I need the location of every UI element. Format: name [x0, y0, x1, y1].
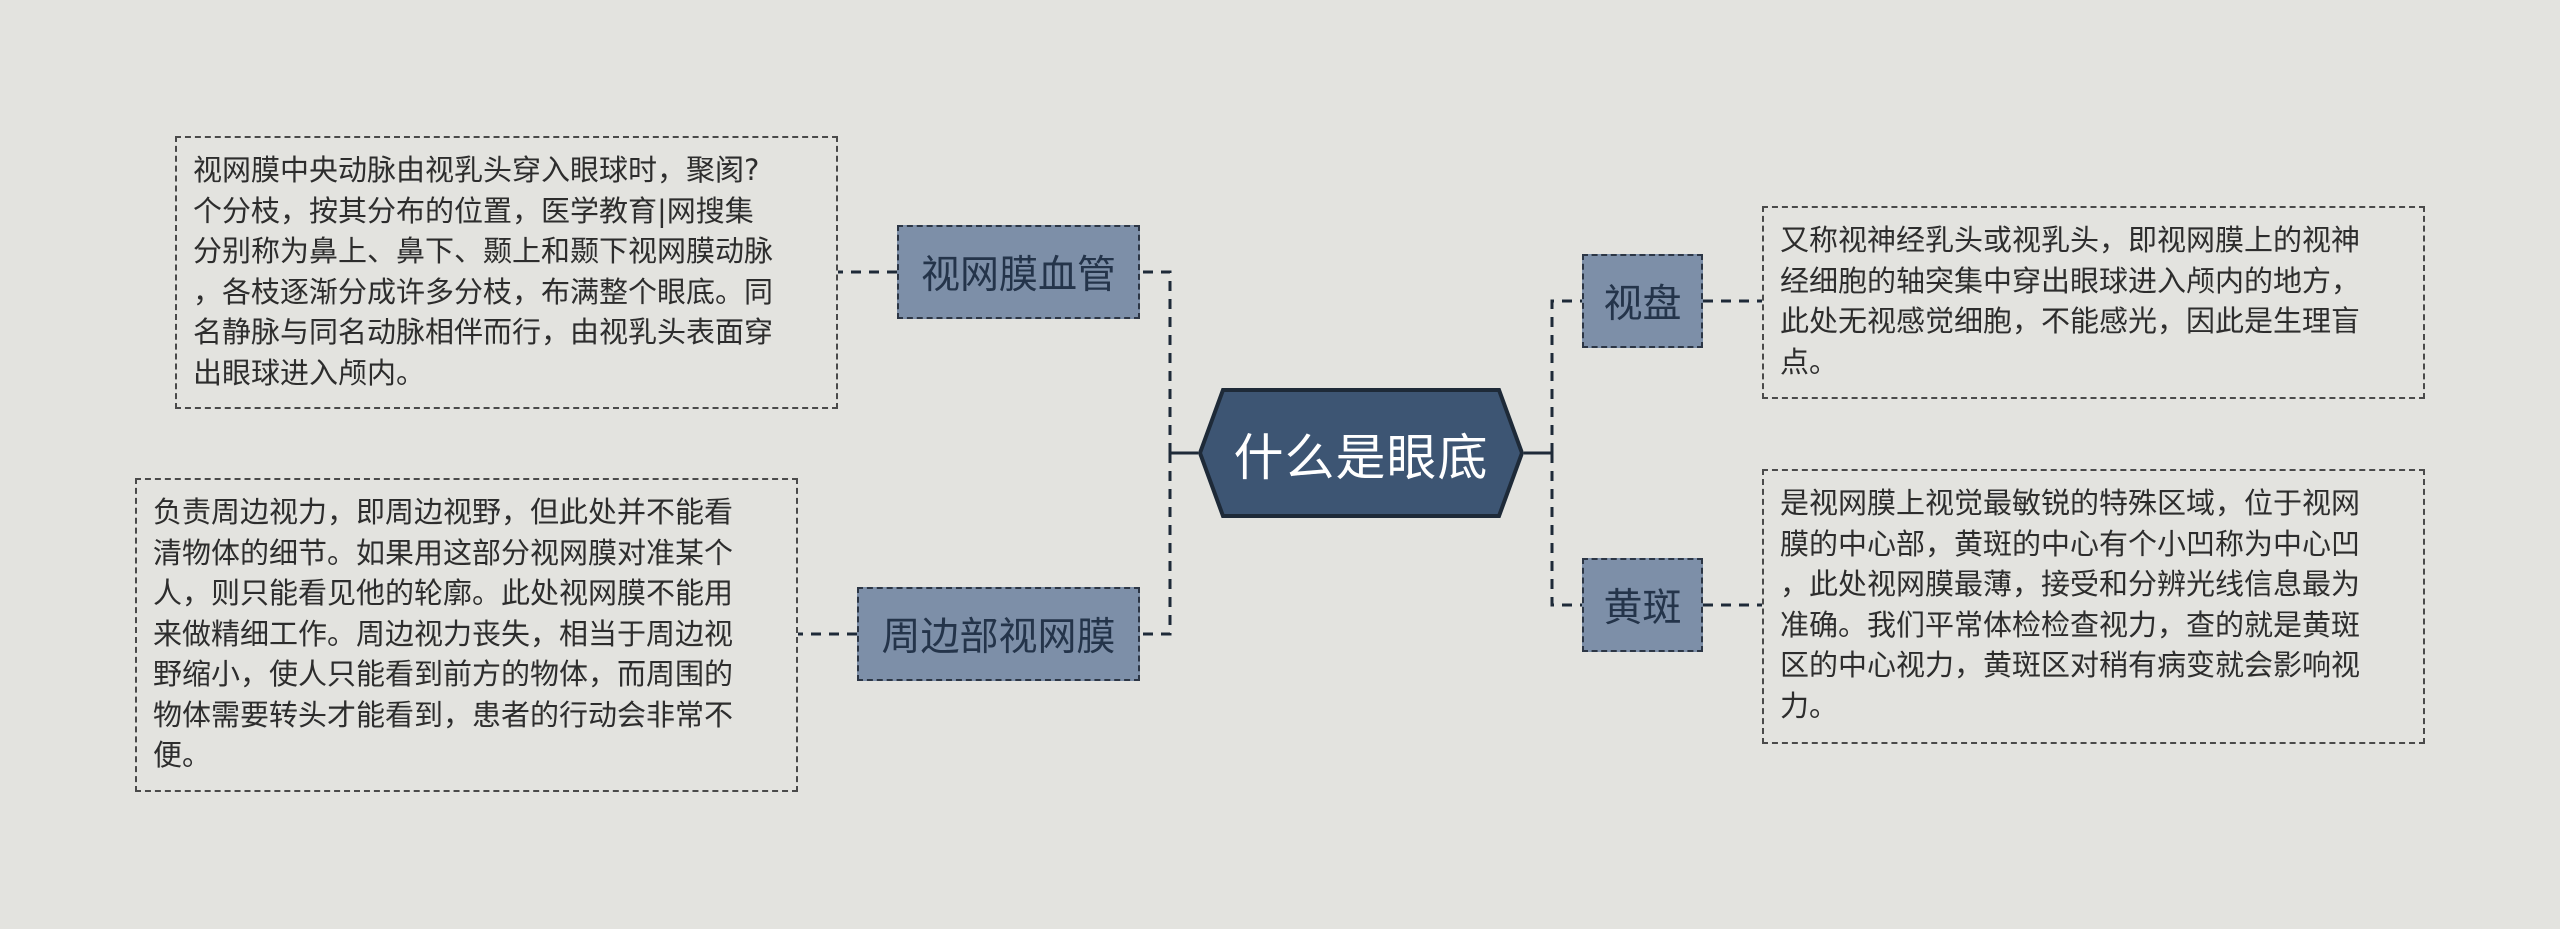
branch-label: 视网膜血管 — [920, 253, 1116, 298]
detail-box-retinal-vessels: 视网膜中央动脉由视乳头穿入眼球时，聚阂? 个分枝，按其分布的位置，医学教育|网搜… — [175, 136, 838, 409]
detail-box-macula: 是视网膜上视觉最敏锐的特殊区域，位于视网 膜的中心部，黄斑的中心有个小凹称为中心… — [1762, 469, 2425, 744]
connector-root-disc — [1550, 299, 1582, 453]
connector-root-vessels — [1140, 270, 1172, 453]
connector-root-macula — [1550, 453, 1582, 607]
branch-label: 视盘 — [1603, 282, 1682, 327]
branch-node-retinal-vessels[interactable]: 视网膜血管 — [897, 225, 1140, 319]
detail-box-peripheral-retina: 负责周边视力，即周边视野，但此处并不能看 清物体的细节。如果用这部分视网膜对准某… — [135, 478, 798, 792]
branch-node-optic-disc[interactable]: 视盘 — [1582, 254, 1703, 348]
branch-node-macula[interactable]: 黄斑 — [1582, 558, 1703, 652]
root-node-label[interactable]: 什么是眼底 — [1233, 428, 1489, 487]
branch-label: 黄斑 — [1603, 586, 1682, 631]
branch-label: 周边部视网膜 — [881, 615, 1116, 660]
detail-box-optic-disc: 又称视神经乳头或视乳头，即视网膜上的视神 经细胞的轴突集中穿出眼球进入颅内的地方… — [1762, 206, 2425, 399]
connector-root-peripheral — [1140, 453, 1172, 636]
branch-node-peripheral-retina[interactable]: 周边部视网膜 — [857, 587, 1140, 681]
root-node-shape — [1197, 388, 1525, 518]
